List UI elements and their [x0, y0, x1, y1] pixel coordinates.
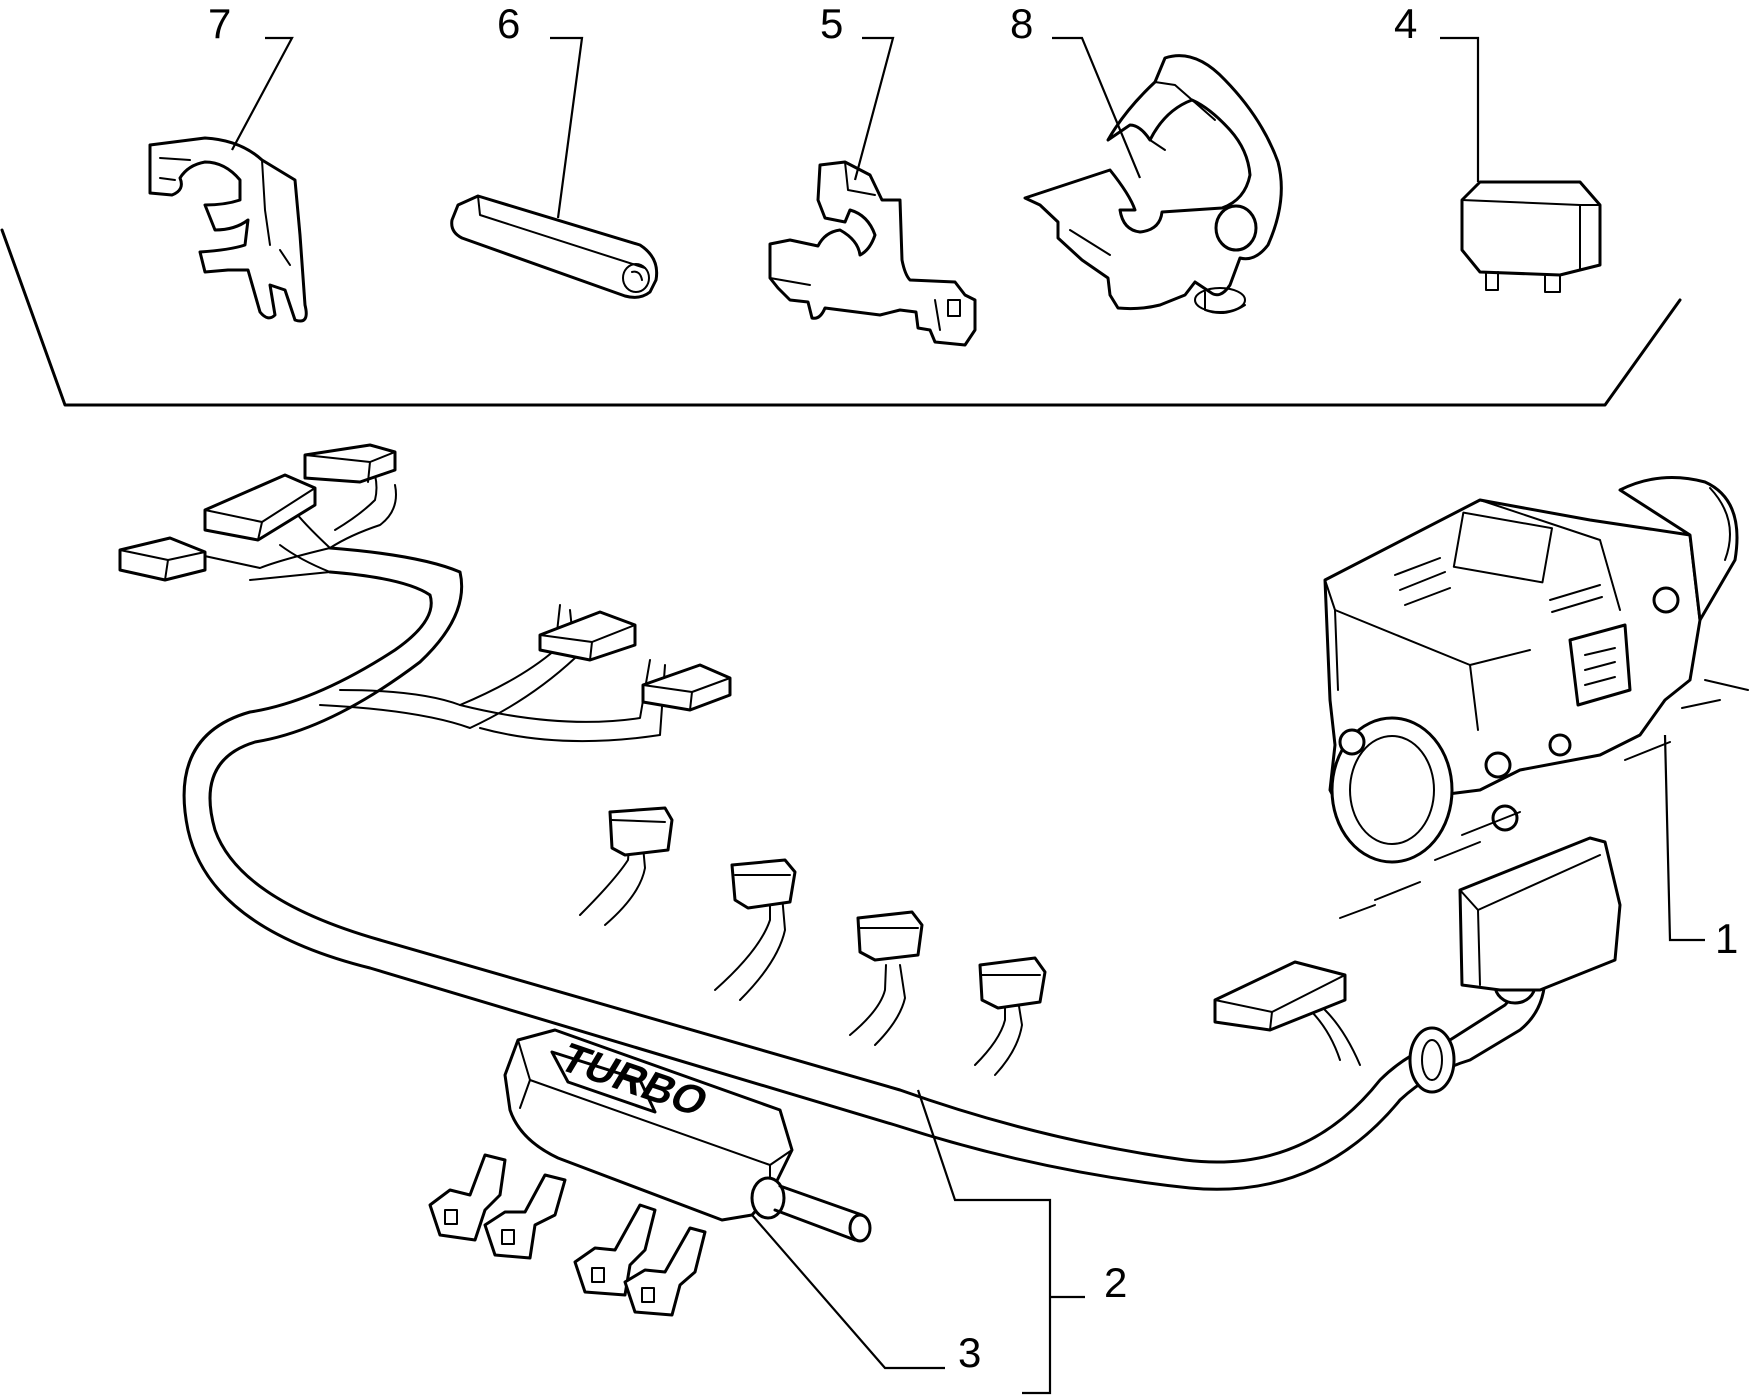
callout-6: 6	[497, 0, 520, 47]
airflow-meter-1[interactable]	[1323, 476, 1739, 864]
leader-1	[1663, 734, 1705, 942]
clamp-8[interactable]	[1023, 54, 1283, 315]
relay-4[interactable]	[1460, 180, 1602, 293]
callout-1: 1	[1715, 915, 1738, 962]
leader-4	[1440, 36, 1480, 182]
leader-7	[231, 36, 294, 151]
leader-6	[550, 36, 584, 219]
airflow-meter-guide-lines	[1339, 679, 1749, 919]
bracket-5[interactable]	[768, 160, 977, 347]
callout-7: 7	[208, 0, 231, 47]
callout-5: 5	[820, 0, 843, 47]
leader-8	[1052, 36, 1142, 179]
harness-connectors-top	[118, 443, 397, 582]
callout-3: 3	[958, 1329, 981, 1376]
harness-connectors-small	[608, 806, 1047, 1010]
wiring-harness-2[interactable]	[182, 474, 1547, 1191]
turbo-module-3[interactable]: TURBO	[428, 1028, 872, 1317]
harness-connectors-right	[1213, 836, 1622, 1032]
leader-2	[916, 1089, 1085, 1395]
callout-4: 4	[1394, 0, 1417, 47]
callout-labels: 7 6 5 8 4 1 2 3	[208, 0, 1738, 1376]
harness-connectors-middle	[538, 610, 732, 712]
parts-tray-outline	[0, 228, 1682, 407]
leader-3	[751, 1214, 945, 1370]
leader-5	[853, 36, 895, 181]
callout-2: 2	[1104, 1259, 1127, 1306]
callout-8: 8	[1010, 0, 1033, 47]
sleeve-6[interactable]	[450, 194, 659, 299]
clip-7[interactable]	[148, 136, 308, 323]
